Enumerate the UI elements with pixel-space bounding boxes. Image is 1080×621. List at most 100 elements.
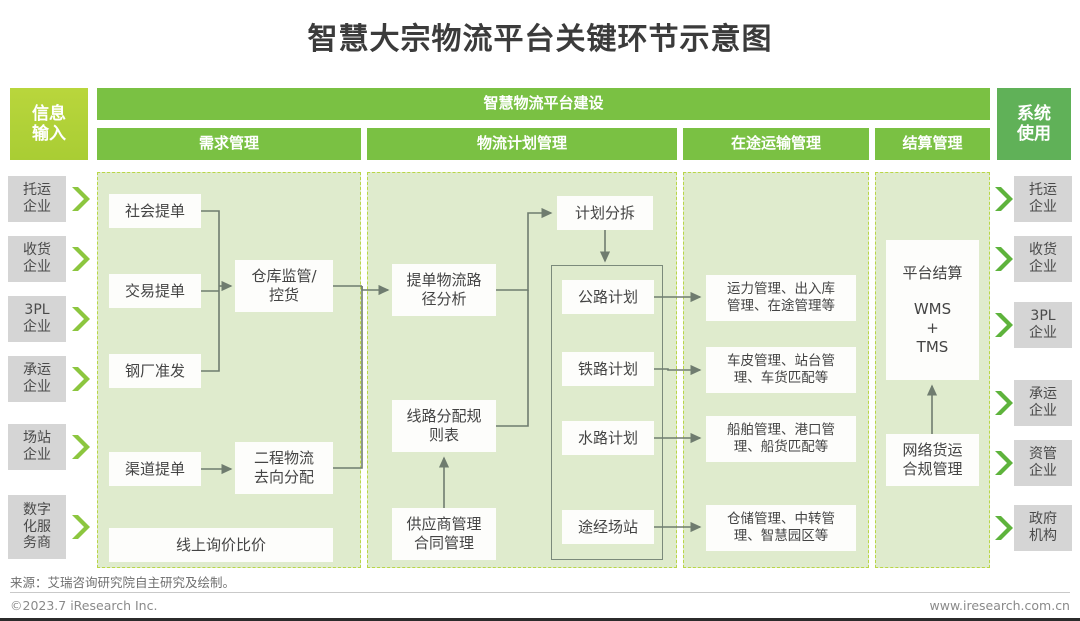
input-chip-digital-service-line1: 数字 <box>23 502 51 519</box>
box-trade-order[interactable]: 交易提单 <box>109 274 201 308</box>
page-title: 智慧大宗物流平台关键环节示意图 <box>307 22 773 57</box>
box-route-analysis-line1: 提单物流路 <box>406 271 482 290</box>
box-warehouse-supervision-line1: 仓库监管/ <box>251 267 317 286</box>
chevron-right-icon <box>70 186 90 212</box>
box-rail-plan[interactable]: 铁路计划 <box>562 352 654 386</box>
box-wagon-platform-matching-line2: 理、车货匹配等 <box>733 370 829 386</box>
box-vessel-port-matching-line2: 理、船货匹配等 <box>733 439 829 455</box>
box-storage-transfer-smartpark-line1: 仓储管理、中转管 <box>727 511 835 528</box>
box-storage-transfer-smartpark[interactable]: 仓储管理、中转管 理、智慧园区等 <box>706 505 856 551</box>
input-chip-consignor-line2: 企业 <box>23 199 51 215</box>
header-system-usage-line1: 系统 <box>1017 103 1051 124</box>
user-chip-government-line2: 机构 <box>1029 528 1057 544</box>
box-supplier-contract-management-line1: 供应商管理 <box>406 515 482 534</box>
user-chip-consignee[interactable]: 收货 企业 <box>1014 236 1072 282</box>
box-storage-transfer-smartpark-line2: 理、智慧园区等 <box>733 528 829 544</box>
box-platform-settlement-title: 平台结算 <box>902 263 963 282</box>
box-capacity-warehouse-transit[interactable]: 运力管理、出入库 管理、在途管理等 <box>706 275 856 321</box>
user-chip-carrier-line2: 企业 <box>1029 403 1057 419</box>
box-route-rule-table[interactable]: 线路分配规 则表 <box>392 400 496 452</box>
chevron-right-icon <box>993 450 1013 476</box>
box-warehouse-supervision[interactable]: 仓库监管/ 控货 <box>235 260 333 312</box>
input-chip-station-line1: 场站 <box>23 430 51 447</box>
column-header-in-transit-management: 在途运输管理 <box>683 128 869 160</box>
box-network-freight-compliance-line2: 合规管理 <box>902 460 963 478</box>
chevron-right-icon <box>993 515 1013 541</box>
box-online-quotation[interactable]: 线上询价比价 <box>109 528 333 562</box>
box-plan-split[interactable]: 计划分拆 <box>557 196 653 230</box>
box-channel-order[interactable]: 渠道提单 <box>109 452 201 486</box>
user-chip-carrier[interactable]: 承运 企业 <box>1014 380 1072 426</box>
box-supplier-contract-management-line2: 合同管理 <box>413 534 474 552</box>
column-header-settlement-management: 结算管理 <box>875 128 990 160</box>
input-chip-consignor-line1: 托运 <box>23 182 51 199</box>
box-network-freight-compliance-line1: 网络货运 <box>902 441 963 460</box>
box-route-analysis-line2: 径分析 <box>421 290 467 308</box>
user-chip-3pl-line1: 3PL <box>1030 308 1056 325</box>
box-steel-mill-release[interactable]: 钢厂准发 <box>109 354 201 388</box>
box-supplier-contract-management[interactable]: 供应商管理 合同管理 <box>392 508 496 560</box>
input-chip-digital-service[interactable]: 数字 化服 务商 <box>8 495 66 559</box>
user-chip-consignor[interactable]: 托运 企业 <box>1014 176 1072 222</box>
box-route-analysis[interactable]: 提单物流路 径分析 <box>392 264 496 316</box>
user-chip-consignor-line1: 托运 <box>1029 182 1057 199</box>
user-chip-3pl[interactable]: 3PL 企业 <box>1014 302 1072 348</box>
box-capacity-warehouse-transit-line2: 管理、在途管理等 <box>727 298 835 314</box>
input-chip-carrier-line1: 承运 <box>23 362 51 379</box>
column-header-logistics-plan-management: 物流计划管理 <box>367 128 677 160</box>
box-network-freight-compliance[interactable]: 网络货运 合规管理 <box>886 434 979 486</box>
chevron-right-icon <box>993 312 1013 338</box>
box-second-leg-allocation-line1: 二程物流 <box>253 449 314 468</box>
input-chip-carrier[interactable]: 承运 企业 <box>8 356 66 402</box>
user-chip-government-line1: 政府 <box>1029 511 1057 528</box>
website-link[interactable]: www.iresearch.com.cn <box>929 598 1071 613</box>
user-chip-carrier-line1: 承运 <box>1029 386 1057 403</box>
column-header-demand-management: 需求管理 <box>97 128 361 160</box>
input-chip-consignee[interactable]: 收货 企业 <box>8 236 66 282</box>
input-chip-3pl-line1: 3PL <box>24 302 50 319</box>
box-platform-settlement[interactable]: 平台结算 WMS + TMS <box>886 240 979 380</box>
user-chip-asset-management-line1: 资管 <box>1029 446 1057 463</box>
user-chip-government[interactable]: 政府 机构 <box>1014 505 1072 551</box>
box-second-leg-allocation[interactable]: 二程物流 去向分配 <box>235 442 333 494</box>
box-platform-settlement-tms: TMS <box>916 337 949 356</box>
chevron-right-icon <box>70 514 90 540</box>
copyright-text: ©2023.7 iResearch Inc. <box>10 598 158 613</box>
header-system-usage-line2: 使用 <box>1017 124 1051 144</box>
box-second-leg-allocation-line2: 去向分配 <box>253 468 314 486</box>
user-chip-consignee-line2: 企业 <box>1029 259 1057 275</box>
input-chip-digital-service-line2: 化服 <box>23 518 51 535</box>
input-chip-carrier-line2: 企业 <box>23 379 51 395</box>
footer-divider <box>10 592 1070 593</box>
header-information-input-line1: 信息 <box>32 103 66 124</box>
chevron-right-icon <box>70 434 90 460</box>
box-wagon-platform-matching[interactable]: 车皮管理、站台管 理、车货匹配等 <box>706 347 856 393</box>
box-waterway-plan[interactable]: 水路计划 <box>562 421 654 455</box>
box-route-rule-table-line2: 则表 <box>428 426 459 444</box>
user-chip-asset-management-line2: 企业 <box>1029 463 1057 479</box>
source-note: 来源：艾瑞咨询研究院自主研究及绘制。 <box>10 575 236 590</box>
user-chip-consignee-line1: 收货 <box>1029 242 1057 259</box>
plan-group-outline <box>551 265 663 560</box>
input-chip-consignor[interactable]: 托运 企业 <box>8 176 66 222</box>
chevron-right-icon <box>70 366 90 392</box>
user-chip-consignor-line2: 企业 <box>1029 199 1057 215</box>
chevron-right-icon <box>993 246 1013 272</box>
user-chip-asset-management[interactable]: 资管 企业 <box>1014 440 1072 486</box>
input-chip-station[interactable]: 场站 企业 <box>8 424 66 470</box>
user-chip-3pl-line2: 企业 <box>1029 325 1057 341</box>
box-platform-settlement-plus: + <box>926 319 939 337</box>
box-vessel-port-matching[interactable]: 船舶管理、港口管 理、船货匹配等 <box>706 416 856 462</box>
input-chip-3pl[interactable]: 3PL 企业 <box>8 296 66 342</box>
box-road-plan[interactable]: 公路计划 <box>562 280 654 314</box>
bottom-bar <box>0 618 1080 621</box>
box-social-order[interactable]: 社会提单 <box>109 194 201 228</box>
chevron-right-icon <box>70 306 90 332</box>
input-chip-3pl-line2: 企业 <box>23 319 51 335</box>
chevron-right-icon <box>993 390 1013 416</box>
box-wagon-platform-matching-line1: 车皮管理、站台管 <box>727 353 835 370</box>
chevron-right-icon <box>70 246 90 272</box>
box-transit-station[interactable]: 途经场站 <box>562 510 654 544</box>
header-platform-construction: 智慧物流平台建设 <box>97 88 990 120</box>
